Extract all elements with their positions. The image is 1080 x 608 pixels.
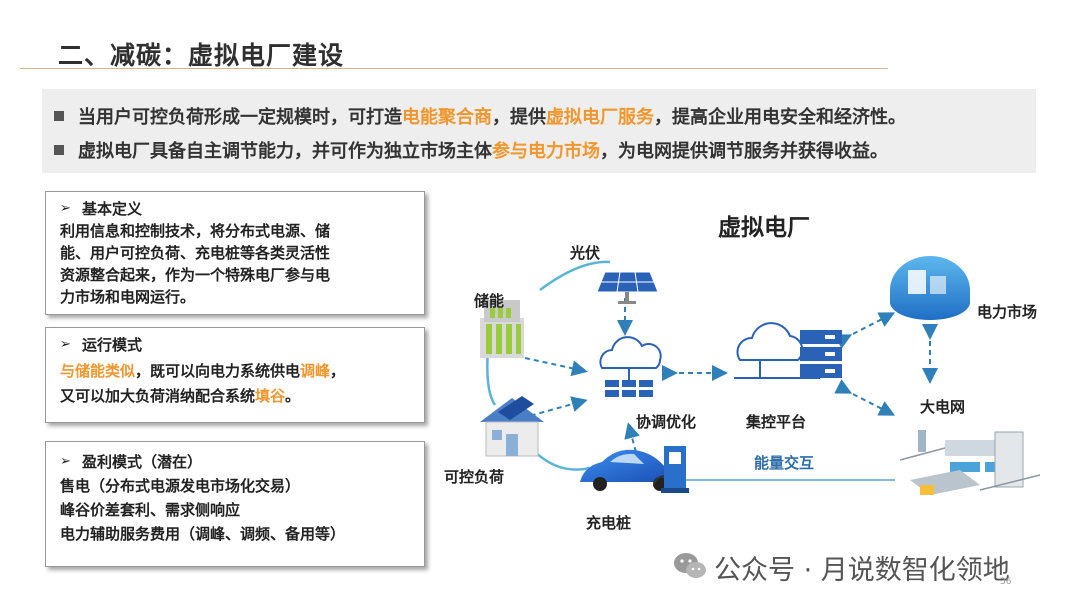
charging-pile-icon: [653, 446, 689, 493]
platform-label: 集控平台: [746, 413, 807, 431]
dashed-arrow: [524, 357, 588, 377]
card-text-line: 电力辅助服务费用（调峰、调频、备用等）: [60, 525, 346, 543]
storage-label: 储能: [474, 292, 505, 310]
highlight-text: 电能聚合商: [402, 107, 492, 128]
watermark-text: 公众号 · 月说数智化领地: [714, 555, 1010, 586]
card-text-line: 与储能类似，既可以向电力系统供电调峰，: [60, 362, 346, 380]
power-grid-icon: [899, 430, 1041, 495]
connection-arc: [534, 451, 591, 471]
summary-box: 当用户可控负荷形成一定规模时，可打造电能聚合商，提供虚拟电厂服务，提高企业用电安…: [42, 89, 1036, 173]
battery-storage-icon: [480, 300, 524, 358]
square-bullet-icon: [54, 145, 64, 155]
highlight-text: 虚拟电厂服务: [546, 107, 654, 128]
wechat-icon: [674, 553, 706, 578]
solar-label: 光伏: [570, 244, 601, 262]
electric-car-icon: [580, 449, 674, 491]
summary-line-1: 当用户可控负荷形成一定规模时，可打造电能聚合商，提供虚拟电厂服务，提高企业用电安…: [54, 103, 906, 129]
diagram-title: 虚拟电厂: [718, 215, 810, 241]
arrow-bullet-icon: ➢: [60, 337, 71, 352]
load-label: 可控负荷: [444, 468, 505, 486]
operation-card: ➢运行模式 与储能类似，既可以向电力系统供电调峰， 又可以加大负荷消纳配合系统填…: [45, 327, 425, 423]
card-text-line: 又可以加大负荷消纳配合系统填谷。: [60, 387, 301, 405]
diagram-graphics: [480, 256, 1041, 495]
card-text-line: 售电（分布式电源发电市场化交易）: [60, 477, 301, 495]
vpp-diagram: 虚拟电厂 光伏 储能 协调优化 集控平台 电力市场 大电网 可控负荷 充电桩 能…: [440, 190, 1080, 550]
card-text-line: 资源整合起来，作为一个特殊电厂参与电: [60, 266, 331, 284]
card-heading: ➢基本定义: [60, 200, 143, 218]
house-icon: [480, 396, 544, 457]
card-text-line: 能、用户可控负荷、充电桩等各类灵活性: [60, 244, 331, 262]
grid-label: 大电网: [920, 398, 966, 416]
market-label: 电力市场: [977, 303, 1038, 321]
square-bullet-icon: [54, 111, 64, 121]
card-text-line: 峰谷价差套利、需求侧响应: [60, 501, 241, 519]
dashed-arrow: [834, 312, 896, 349]
card-text-line: 利用信息和控制技术，将分布式电源、储: [60, 222, 331, 240]
coordination-cloud-icon: [599, 336, 662, 397]
solar-panel-icon: [596, 271, 659, 304]
coordination-label: 协调优化: [636, 413, 697, 431]
connection-arc: [486, 349, 497, 406]
arrow-bullet-icon: ➢: [60, 201, 71, 216]
page-number: 36: [1000, 577, 1012, 587]
energy-exchange-label: 能量交互: [754, 454, 815, 472]
profit-card: ➢盈利模式（潜在） 售电（分布式电源发电市场化交易） 峰谷价差套利、需求侧响应 …: [45, 441, 425, 567]
definition-card: ➢基本定义 利用信息和控制技术，将分布式电源、储 能、用户可控负荷、充电桩等各类…: [45, 191, 425, 315]
highlight-text: 参与电力市场: [492, 141, 600, 162]
arrow-bullet-icon: ➢: [60, 454, 71, 469]
connection-arc: [539, 260, 611, 292]
summary-line-2: 虚拟电厂具备自主调节能力，并可作为独立市场主体参与电力市场，为电网提供调节服务并…: [54, 137, 888, 163]
card-text-line: 力市场和电网运行。: [60, 288, 196, 306]
title-divider: [20, 68, 888, 69]
page-title: 二、减碳：虚拟电厂建设: [58, 41, 345, 70]
dashed-arrow: [624, 422, 640, 453]
electricity-market-icon: [890, 256, 970, 320]
card-heading: ➢运行模式: [60, 336, 143, 354]
card-heading: ➢盈利模式（潜在）: [60, 450, 424, 474]
control-platform-icon: [734, 322, 842, 379]
charging-label: 充电桩: [586, 514, 632, 532]
dashed-arrow: [834, 379, 896, 416]
